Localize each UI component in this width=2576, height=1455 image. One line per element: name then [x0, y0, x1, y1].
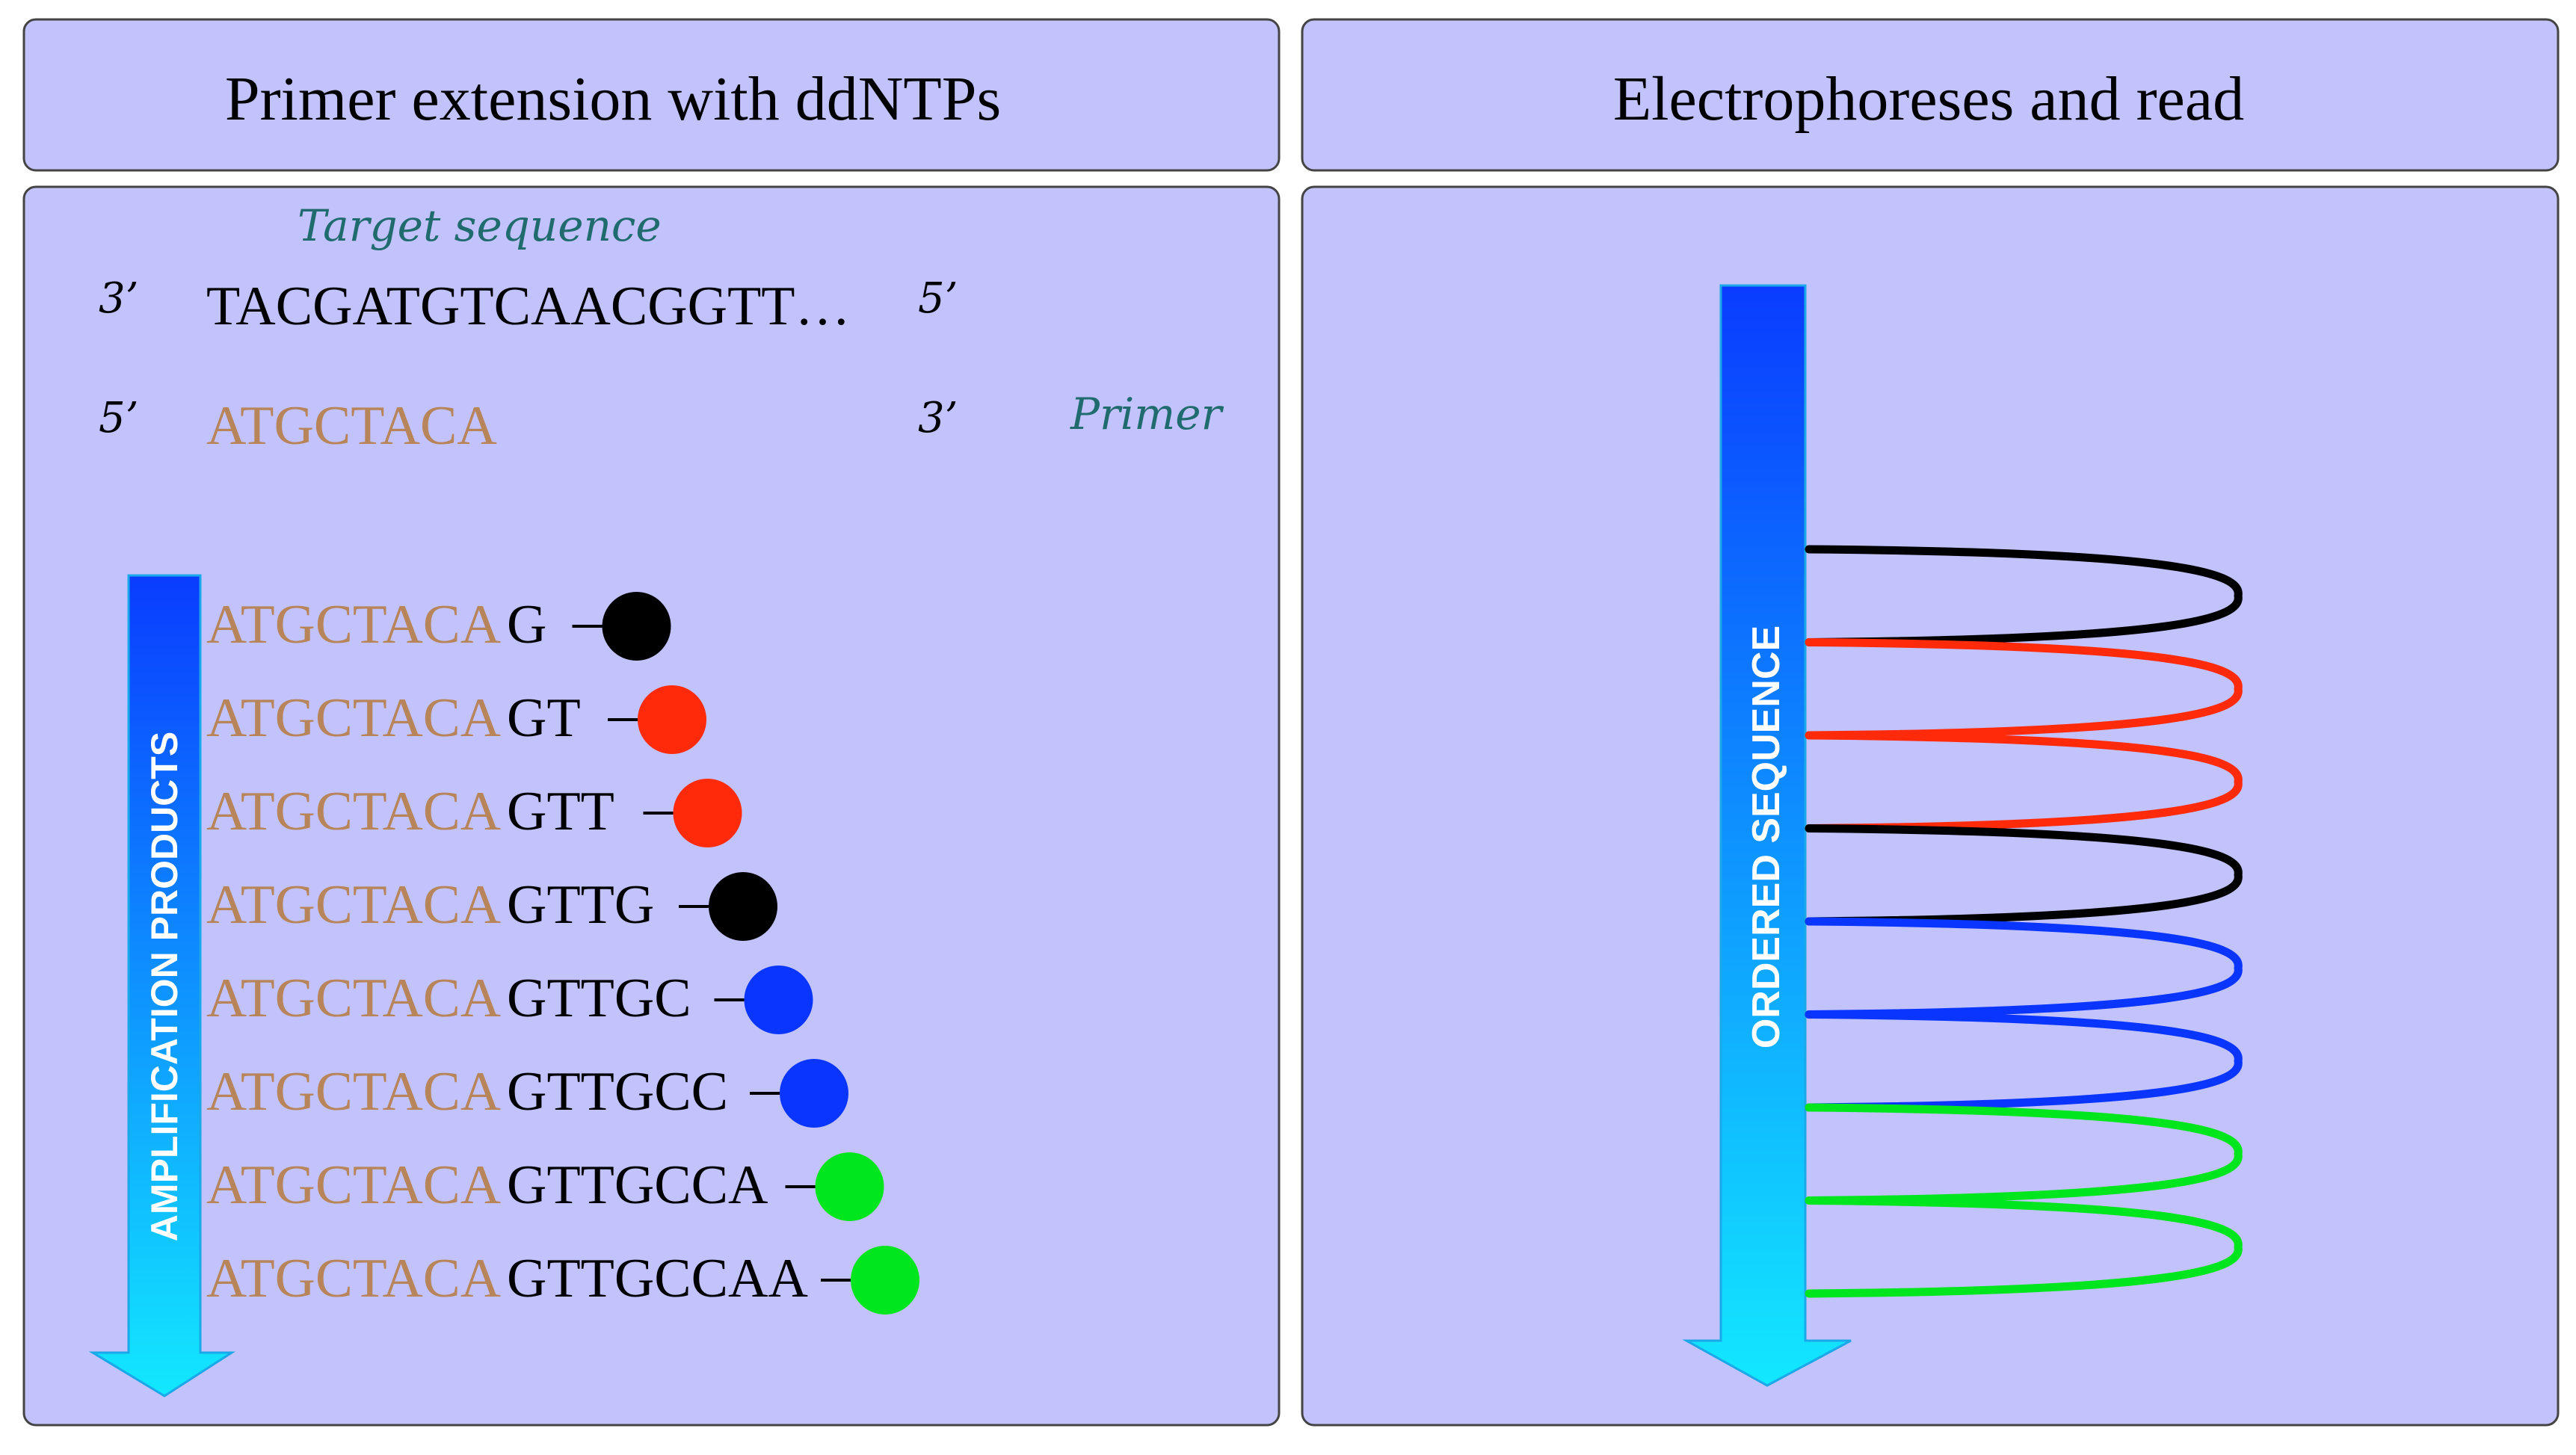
- product-primer-part: ATGCTACA: [206, 1155, 501, 1216]
- dye-blue-marker: [780, 1059, 848, 1128]
- read-loop-red: [1805, 731, 2243, 832]
- target-5-prime-label: 5’: [918, 274, 958, 323]
- primer-3-prime-label: 3’: [918, 394, 958, 442]
- primer-5-prime-label: 5’: [99, 394, 138, 442]
- right-header-box: [1301, 18, 2560, 172]
- amplification-products-label: AMPLIFICATION PRODUCTS: [144, 732, 185, 1241]
- electrophoresis-read-loops: [1805, 545, 2243, 1298]
- product-extension-part: GTTGC: [507, 968, 691, 1029]
- product-primer-part: ATGCTACA: [206, 688, 501, 749]
- target-sequence-caption: Target sequence: [298, 200, 662, 251]
- left-header-box: [22, 18, 1281, 172]
- product-extension-part: GTTG: [507, 874, 654, 936]
- ordered-sequence-arrow: ORDERED SEQUENCE: [1682, 284, 1852, 1387]
- read-loop-black: [1805, 545, 2243, 646]
- dye-blue-marker: [744, 966, 813, 1034]
- product-extension-part: G: [507, 594, 546, 655]
- product-extension-part: GTTGCCA: [507, 1155, 768, 1216]
- amplification-products-arrow: AMPLIFICATION PRODUCTS: [88, 574, 236, 1397]
- read-loop-black: [1805, 824, 2243, 926]
- product-primer-part: ATGCTACA: [206, 1248, 501, 1309]
- product-extension-part: GT: [507, 688, 581, 749]
- read-loop-green: [1805, 1103, 2243, 1205]
- product-primer-part: ATGCTACA: [206, 594, 501, 655]
- left-content-box: [22, 185, 1281, 1427]
- ordered-sequence-label: ORDERED SEQUENCE: [1745, 625, 1788, 1048]
- dye-green-marker: [851, 1246, 919, 1315]
- read-loop-green: [1805, 1196, 2243, 1298]
- product-primer-part: ATGCTACA: [206, 874, 501, 936]
- target-3-prime-label: 3’: [99, 274, 138, 323]
- right-panel-title: Electrophoreses and read: [1613, 64, 2244, 134]
- dye-red-marker: [638, 685, 706, 754]
- right-content-box: [1301, 185, 2560, 1427]
- dye-red-marker: [673, 779, 742, 847]
- product-extension-part: GTT: [507, 781, 614, 842]
- read-loop-blue: [1805, 917, 2243, 1019]
- dye-green-marker: [815, 1152, 884, 1221]
- primer-sequence: ATGCTACA: [206, 395, 497, 457]
- left-panel-title: Primer extension with ddNTPs: [225, 64, 1001, 134]
- product-extension-part: GTTGCC: [507, 1061, 728, 1122]
- dye-black-marker: [602, 592, 671, 661]
- dye-black-marker: [709, 872, 777, 941]
- primer-caption: Primer: [1070, 389, 1224, 439]
- read-loop-red: [1805, 638, 2243, 740]
- read-loop-blue: [1805, 1010, 2243, 1112]
- target-sequence: TACGATGTCAACGGTT…: [206, 276, 850, 337]
- product-primer-part: ATGCTACA: [206, 1061, 501, 1122]
- product-primer-part: ATGCTACA: [206, 968, 501, 1029]
- product-extension-part: GTTGCCAA: [507, 1248, 808, 1309]
- product-primer-part: ATGCTACA: [206, 781, 501, 842]
